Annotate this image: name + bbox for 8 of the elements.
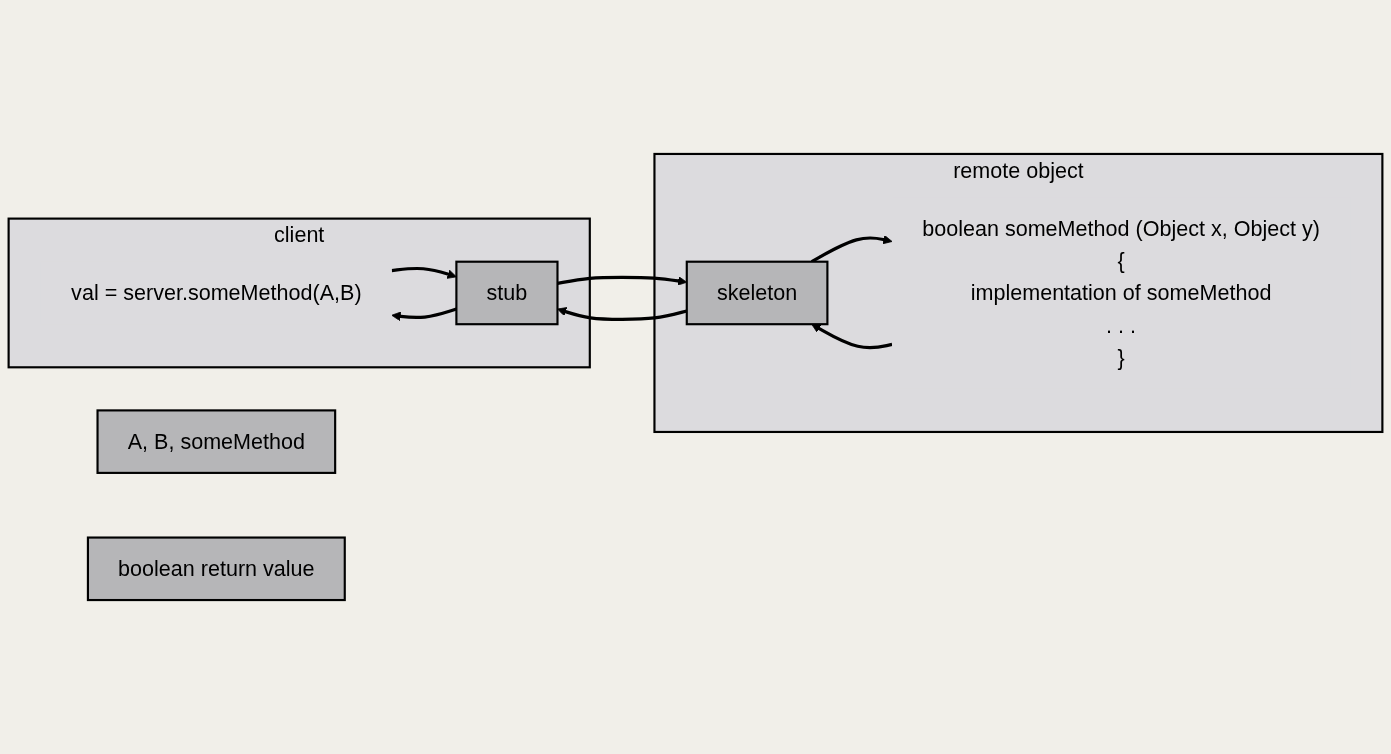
- node-box: boolean return value: [86, 536, 346, 602]
- node-text: val = server.someMethod(A,B): [71, 281, 362, 305]
- node-text: boolean someMethod (Object x, Object y) { implementation of someMethod . . . }: [922, 216, 1320, 370]
- node-box: stub: [455, 260, 559, 326]
- arrow: [391, 266, 457, 279]
- arrow: [391, 307, 457, 322]
- node-box: skeleton: [685, 260, 829, 326]
- node-box: A, B, someMethod: [96, 409, 337, 474]
